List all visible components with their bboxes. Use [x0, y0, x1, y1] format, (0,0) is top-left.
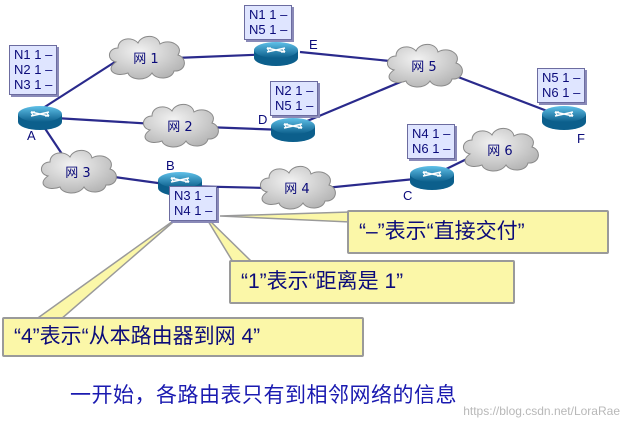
routing-table-f: N5 1 – N6 1 – — [537, 68, 586, 103]
link-net5-f — [444, 70, 556, 116]
cloud-net6: 网 6 — [462, 127, 539, 172]
link-d-net5 — [299, 76, 411, 126]
pointer-four — [32, 215, 181, 321]
pointer-one — [204, 215, 254, 263]
table-row: N1 1 – — [14, 47, 53, 62]
table-row: N2 1 – — [275, 83, 314, 98]
routing-table-b: N3 1 – N4 1 – — [169, 186, 218, 221]
router-e-label: E — [309, 37, 318, 52]
net3-label: 网 3 — [65, 166, 90, 181]
cloud-net3: 网 3 — [40, 149, 117, 194]
link-e-net5 — [299, 50, 401, 64]
table-row: N1 1 – — [249, 7, 288, 22]
table-row: N4 1 – — [174, 203, 213, 218]
router-c-label: C — [403, 188, 413, 203]
routing-table-d: N2 1 – N5 1 – — [270, 81, 319, 116]
router-f-label: F — [577, 131, 585, 146]
cloud-net4: 网 4 — [259, 165, 336, 210]
callout-direct-delivery: “–”表示“直接交付” — [347, 210, 609, 254]
callout-distance-one: “1”表示“距离是 1” — [229, 260, 515, 304]
net1-label: 网 1 — [133, 52, 158, 67]
router-b-label: B — [166, 158, 175, 173]
router-a-icon — [17, 105, 63, 131]
watermark: https://blog.csdn.net/LoraRae — [463, 404, 620, 418]
callout-to-net4: “4”表示“从本路由器到网 4” — [2, 317, 364, 357]
table-row: N5 1 – — [542, 70, 581, 85]
pointer-dash — [219, 211, 351, 223]
table-row: N4 1 – — [412, 126, 451, 141]
router-a-label: A — [27, 128, 36, 143]
link-a-net2 — [54, 116, 156, 126]
link-net4-c — [324, 176, 426, 190]
table-row: N3 1 – — [14, 77, 53, 92]
router-d-icon — [270, 117, 316, 143]
table-row: N5 1 – — [275, 98, 314, 113]
callout-pointers — [32, 211, 351, 321]
net6-label: 网 6 — [487, 144, 512, 159]
cloud-net2: 网 2 — [142, 103, 219, 148]
table-row: N6 1 – — [412, 141, 451, 156]
cloud-net5: 网 5 — [386, 43, 463, 88]
link-a-net1 — [39, 59, 119, 111]
router-e-icon — [253, 41, 299, 67]
router-f-icon — [541, 105, 587, 131]
table-row: N5 1 – — [249, 22, 288, 37]
router-d-label: D — [258, 112, 268, 127]
table-row: N3 1 – — [174, 188, 213, 203]
footer-caption: 一开始，各路由表只有到相邻网络的信息 — [70, 384, 457, 407]
net4-label: 网 4 — [284, 182, 309, 197]
net5-label: 网 5 — [411, 60, 436, 75]
routing-table-e: N1 1 – N5 1 – — [244, 5, 293, 40]
router-c-icon — [409, 165, 455, 191]
net2-label: 网 2 — [167, 120, 192, 135]
table-row: N2 1 – — [14, 62, 53, 77]
cloud-net1: 网 1 — [108, 35, 185, 80]
routing-table-c: N4 1 – N6 1 – — [407, 124, 456, 159]
routing-table-a: N1 1 – N2 1 – N3 1 – — [9, 45, 58, 95]
table-row: N6 1 – — [542, 85, 581, 100]
